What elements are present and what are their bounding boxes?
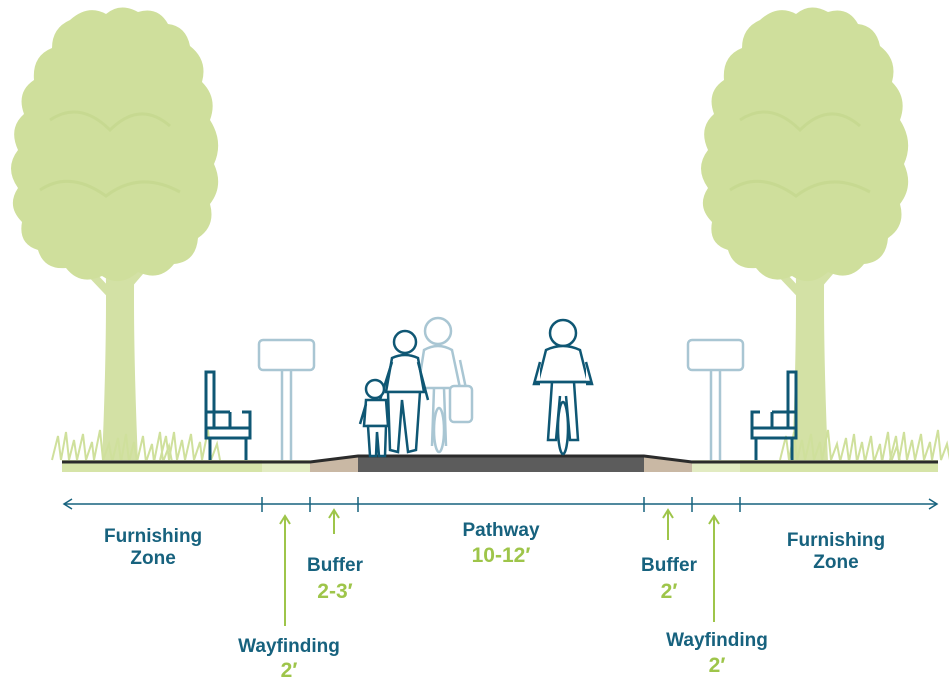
- furnishing-zone-left-name-2: Zone: [130, 548, 176, 569]
- furnishing-zone-left-name-1: Furnishing: [104, 526, 203, 547]
- pointer-wayfinding-right: [708, 514, 720, 622]
- furnishing-zone-right-name-1: Furnishing: [786, 530, 886, 551]
- pointer-wayfinding-left: [279, 514, 291, 626]
- buffer-right-surface: [644, 456, 692, 472]
- furnishing-zone-right-label: Furnishing Zone: [776, 530, 896, 574]
- wayfinding-sign-icon-right: [686, 338, 745, 462]
- furnishing-zone-right-name-2: Zone: [813, 552, 859, 573]
- pathway-surface: [358, 456, 644, 472]
- pointer-arrows: [279, 508, 720, 626]
- tree-icon-left: [11, 7, 218, 462]
- ground-line: [62, 454, 938, 464]
- wayfinding-left-label: Wayfinding: [238, 636, 340, 657]
- cyclist-icon: [532, 318, 594, 456]
- ghost-cyclist-icon: [408, 316, 474, 454]
- dimension-line: [62, 497, 939, 512]
- buffer-left-label: Buffer: [298, 555, 372, 577]
- wayfinding-right-width: 2′: [708, 654, 726, 677]
- bench-icon-left: [204, 370, 252, 466]
- buffer-left-name: Buffer: [307, 555, 363, 576]
- wayfinding-right-label: Wayfinding: [666, 630, 768, 651]
- buffer-left-surface: [310, 456, 358, 472]
- wayfinding-left-width: 2′: [280, 659, 298, 682]
- wayfinding-sign-icon-left: [257, 338, 316, 462]
- pointer-buffer-left: [328, 508, 340, 534]
- adult-pedestrian-icon: [378, 329, 430, 454]
- pathway-width: 10-12′: [471, 544, 531, 567]
- tree-icon-right: [701, 7, 908, 462]
- pointer-buffer-right: [662, 508, 674, 540]
- pathway-label: Pathway: [462, 520, 540, 541]
- buffer-right-label: Buffer: [641, 555, 697, 576]
- buffer-left-width: 2-3′: [317, 580, 353, 603]
- furnishing-zone-left-label: Furnishing Zone: [104, 526, 202, 570]
- bench-icon-right: [750, 370, 798, 466]
- child-pedestrian-icon: [358, 378, 390, 458]
- buffer-right-width: 2′: [660, 580, 678, 603]
